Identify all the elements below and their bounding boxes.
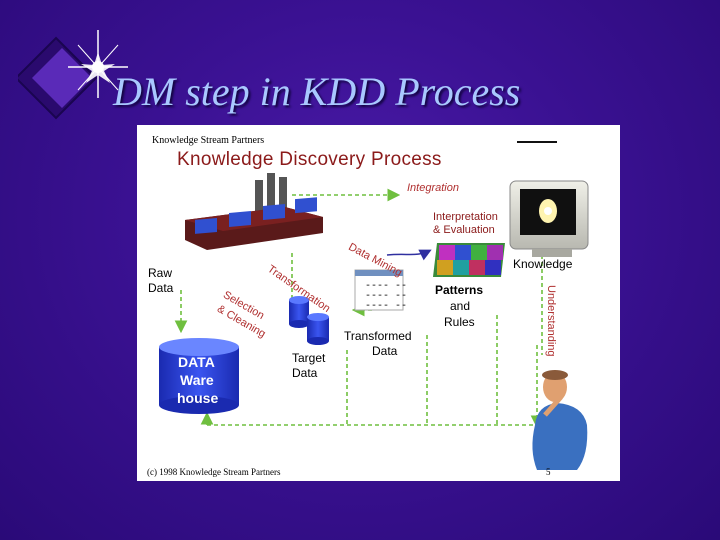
interpretation-label-2: & Evaluation (433, 224, 495, 236)
understanding-label: Understanding (545, 285, 557, 357)
raw-data-label-1: Raw (148, 266, 173, 280)
warehouse-label-2: Ware (180, 372, 214, 388)
brand-name: Knowledge Stream Partners (152, 135, 265, 146)
integration-label: Integration (407, 182, 459, 194)
thinking-person-icon (532, 370, 588, 470)
patterns-label-2: and (450, 299, 471, 313)
transformed-data-label-2: Data (372, 344, 398, 358)
warehouse-label-1: DATA (178, 354, 215, 370)
patterns-puzzle-icon (433, 243, 505, 277)
target-data-label-2: Data (292, 366, 318, 380)
interpretation-label-1: Interpretation (433, 211, 498, 223)
knowledge-monitor-icon (509, 180, 589, 257)
data-warehouse-icon (159, 338, 239, 414)
patterns-label-1: Patterns (435, 283, 484, 297)
copyright-footer: (c) 1998 Knowledge Stream Partners (147, 467, 281, 477)
slide-title: DM step in KDD Process (113, 69, 521, 114)
table-row-1: ---- -- (365, 281, 408, 292)
page-number: 5 (546, 467, 551, 477)
transformed-data-table-icon (354, 269, 404, 311)
transformed-data-label-1: Transformed (344, 329, 412, 343)
kdd-diagram-panel: Knowledge Stream Partners Knowledge Disc… (137, 125, 620, 481)
raw-data-label-2: Data (148, 281, 174, 295)
patterns-label-3: Rules (444, 315, 475, 329)
knowledge-label: Knowledge (513, 257, 573, 271)
target-data-label-1: Target (292, 351, 326, 365)
factory-icon (185, 173, 323, 250)
table-row-3: ---- -- (365, 301, 408, 312)
table-row-2: ---- -- (365, 291, 408, 302)
kdd-diagram-graphics (159, 141, 589, 470)
diagram-title: Knowledge Discovery Process (177, 149, 442, 170)
target-data-cylinders-icon (289, 296, 329, 345)
warehouse-label-3: house (177, 390, 219, 406)
star-diamond-ornament (18, 30, 128, 120)
